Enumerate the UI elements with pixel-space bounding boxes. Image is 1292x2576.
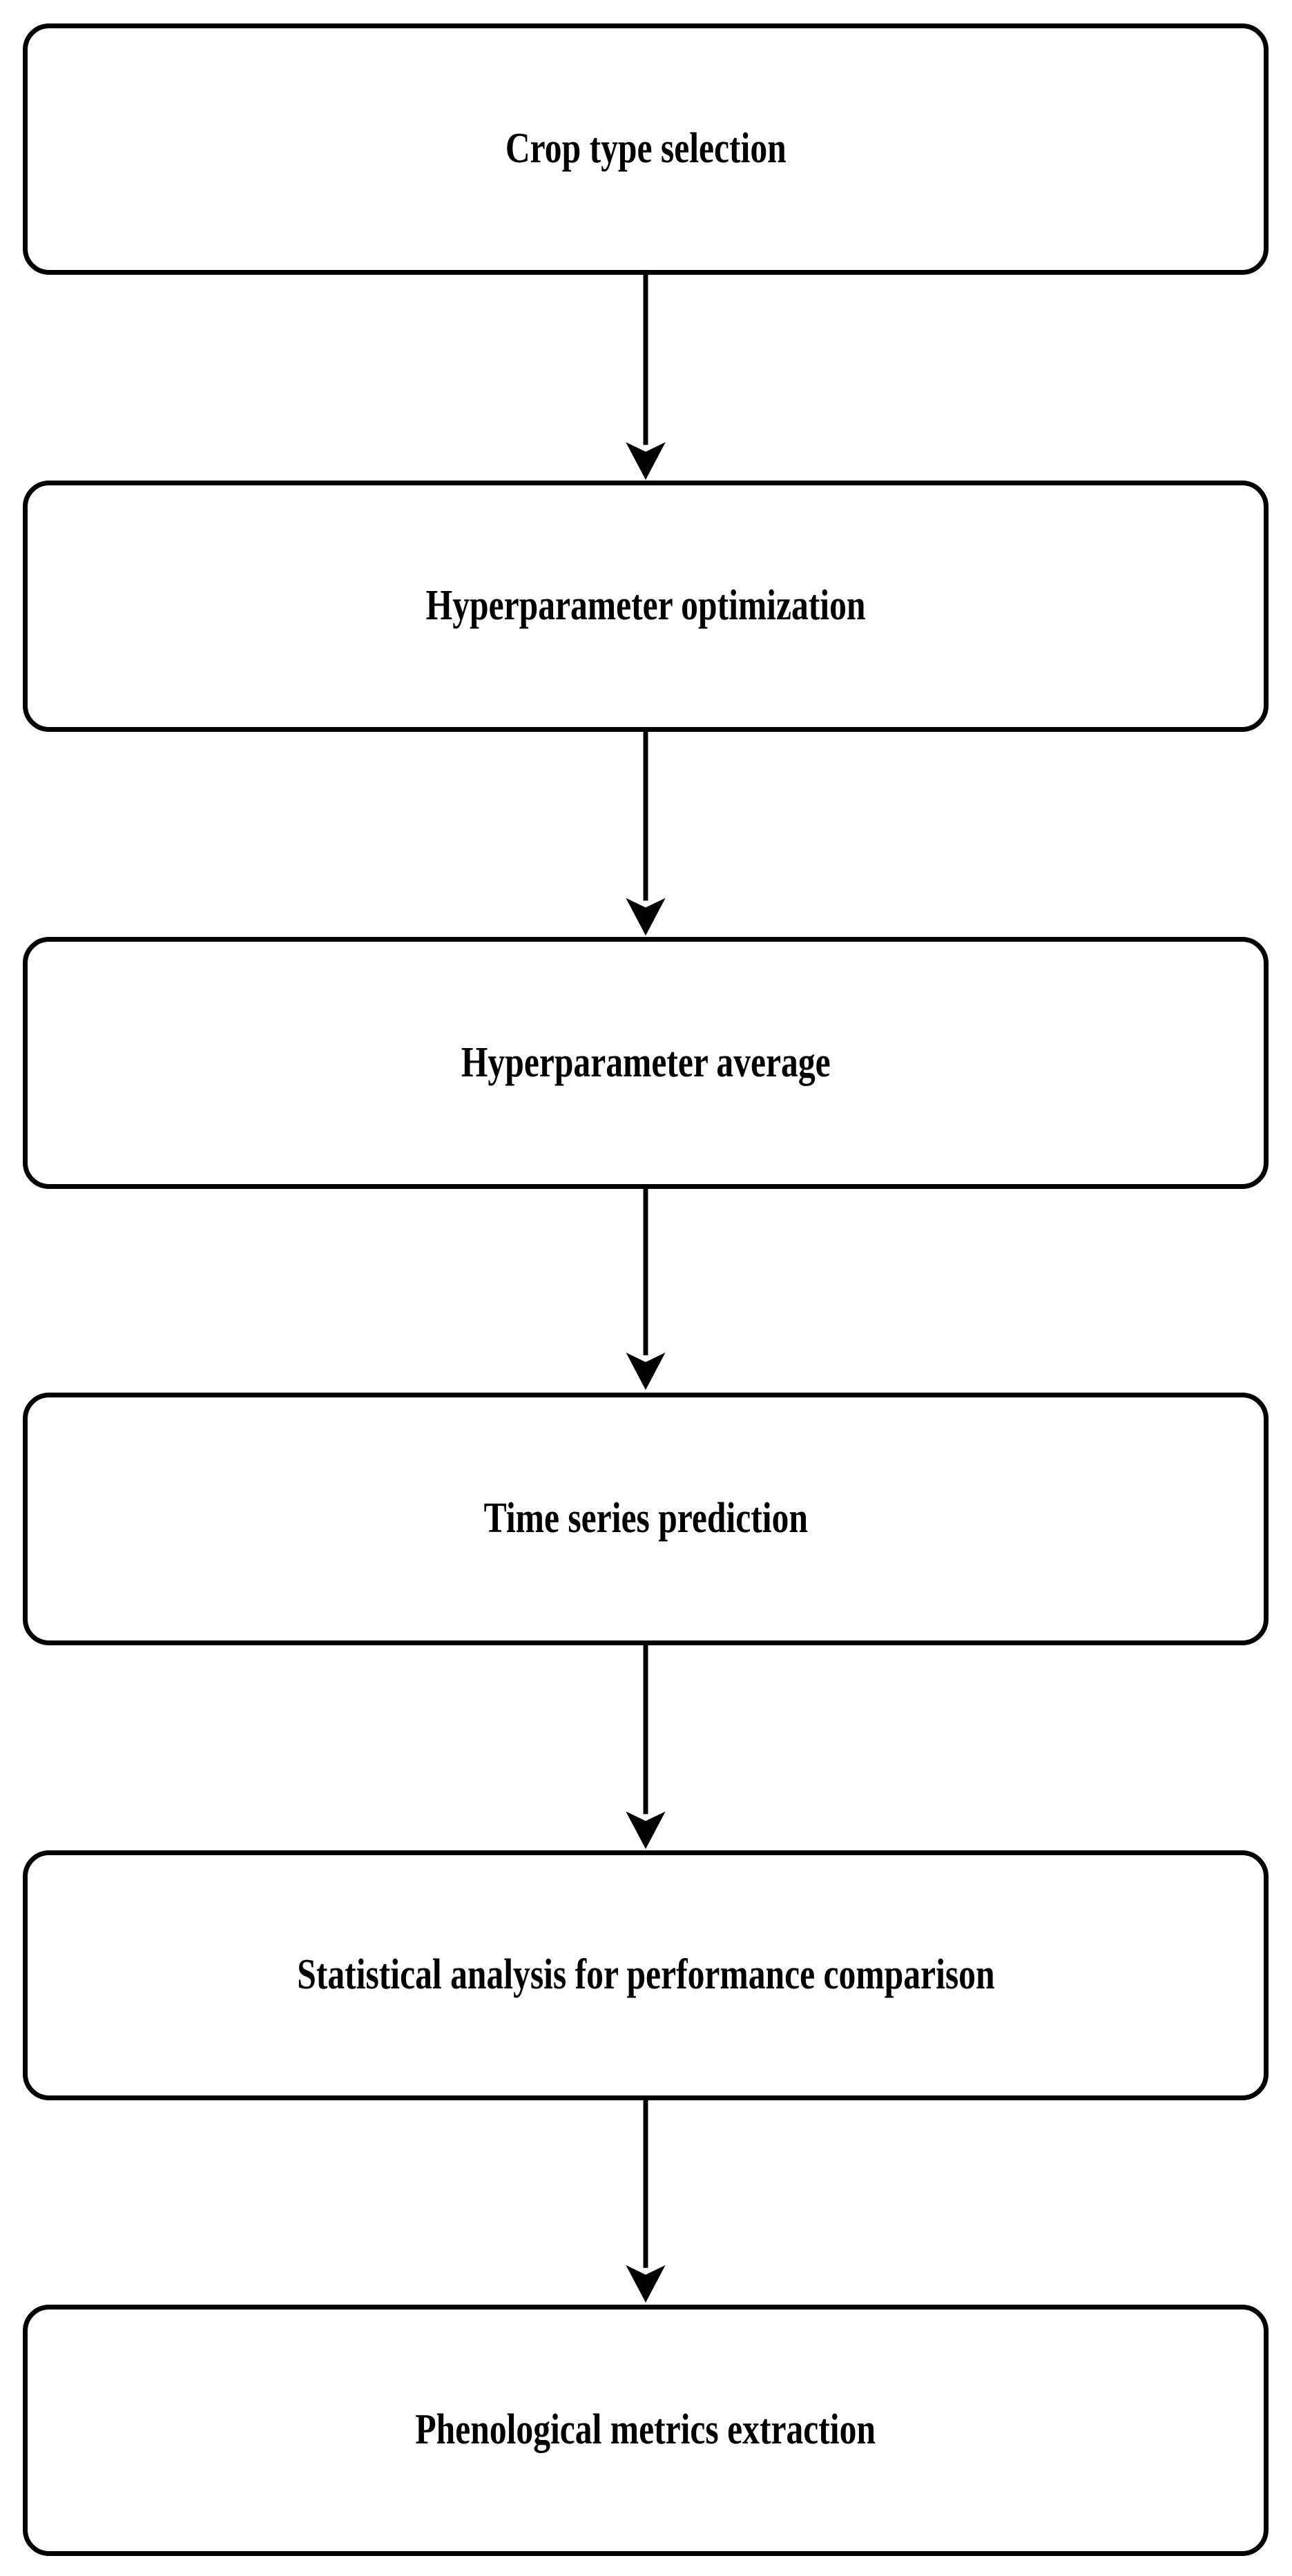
flow-node-label: Time series prediction xyxy=(483,1495,808,1542)
flow-node-hyperparameter-average[interactable]: Hyperparameter average xyxy=(23,937,1269,1189)
flow-node-label: Hyperparameter optimization xyxy=(425,582,866,630)
flow-connector-arrow-3 xyxy=(621,1189,670,1393)
flow-connector-arrow-5 xyxy=(621,2100,670,2305)
flow-node-label: Hyperparameter average xyxy=(461,1038,831,1086)
flow-node-hyperparameter-optimization[interactable]: Hyperparameter optimization xyxy=(23,481,1269,732)
flow-node-label: Crop type selection xyxy=(505,125,787,173)
flow-connector-arrow-2 xyxy=(621,732,670,937)
flow-connector-arrow-1 xyxy=(621,275,670,481)
flow-node-statistical-analysis[interactable]: Statistical analysis for performance com… xyxy=(23,1850,1269,2100)
flow-node-crop-type-selection[interactable]: Crop type selection xyxy=(23,23,1269,275)
flow-node-time-series-prediction[interactable]: Time series prediction xyxy=(23,1393,1269,1645)
flow-node-label: Phenological metrics extraction xyxy=(415,2406,876,2454)
flow-node-label: Statistical analysis for performance com… xyxy=(296,1951,995,1999)
flow-connector-arrow-4 xyxy=(621,1645,670,1850)
flow-node-phenological-metrics-extraction[interactable]: Phenological metrics extraction xyxy=(23,2305,1269,2556)
